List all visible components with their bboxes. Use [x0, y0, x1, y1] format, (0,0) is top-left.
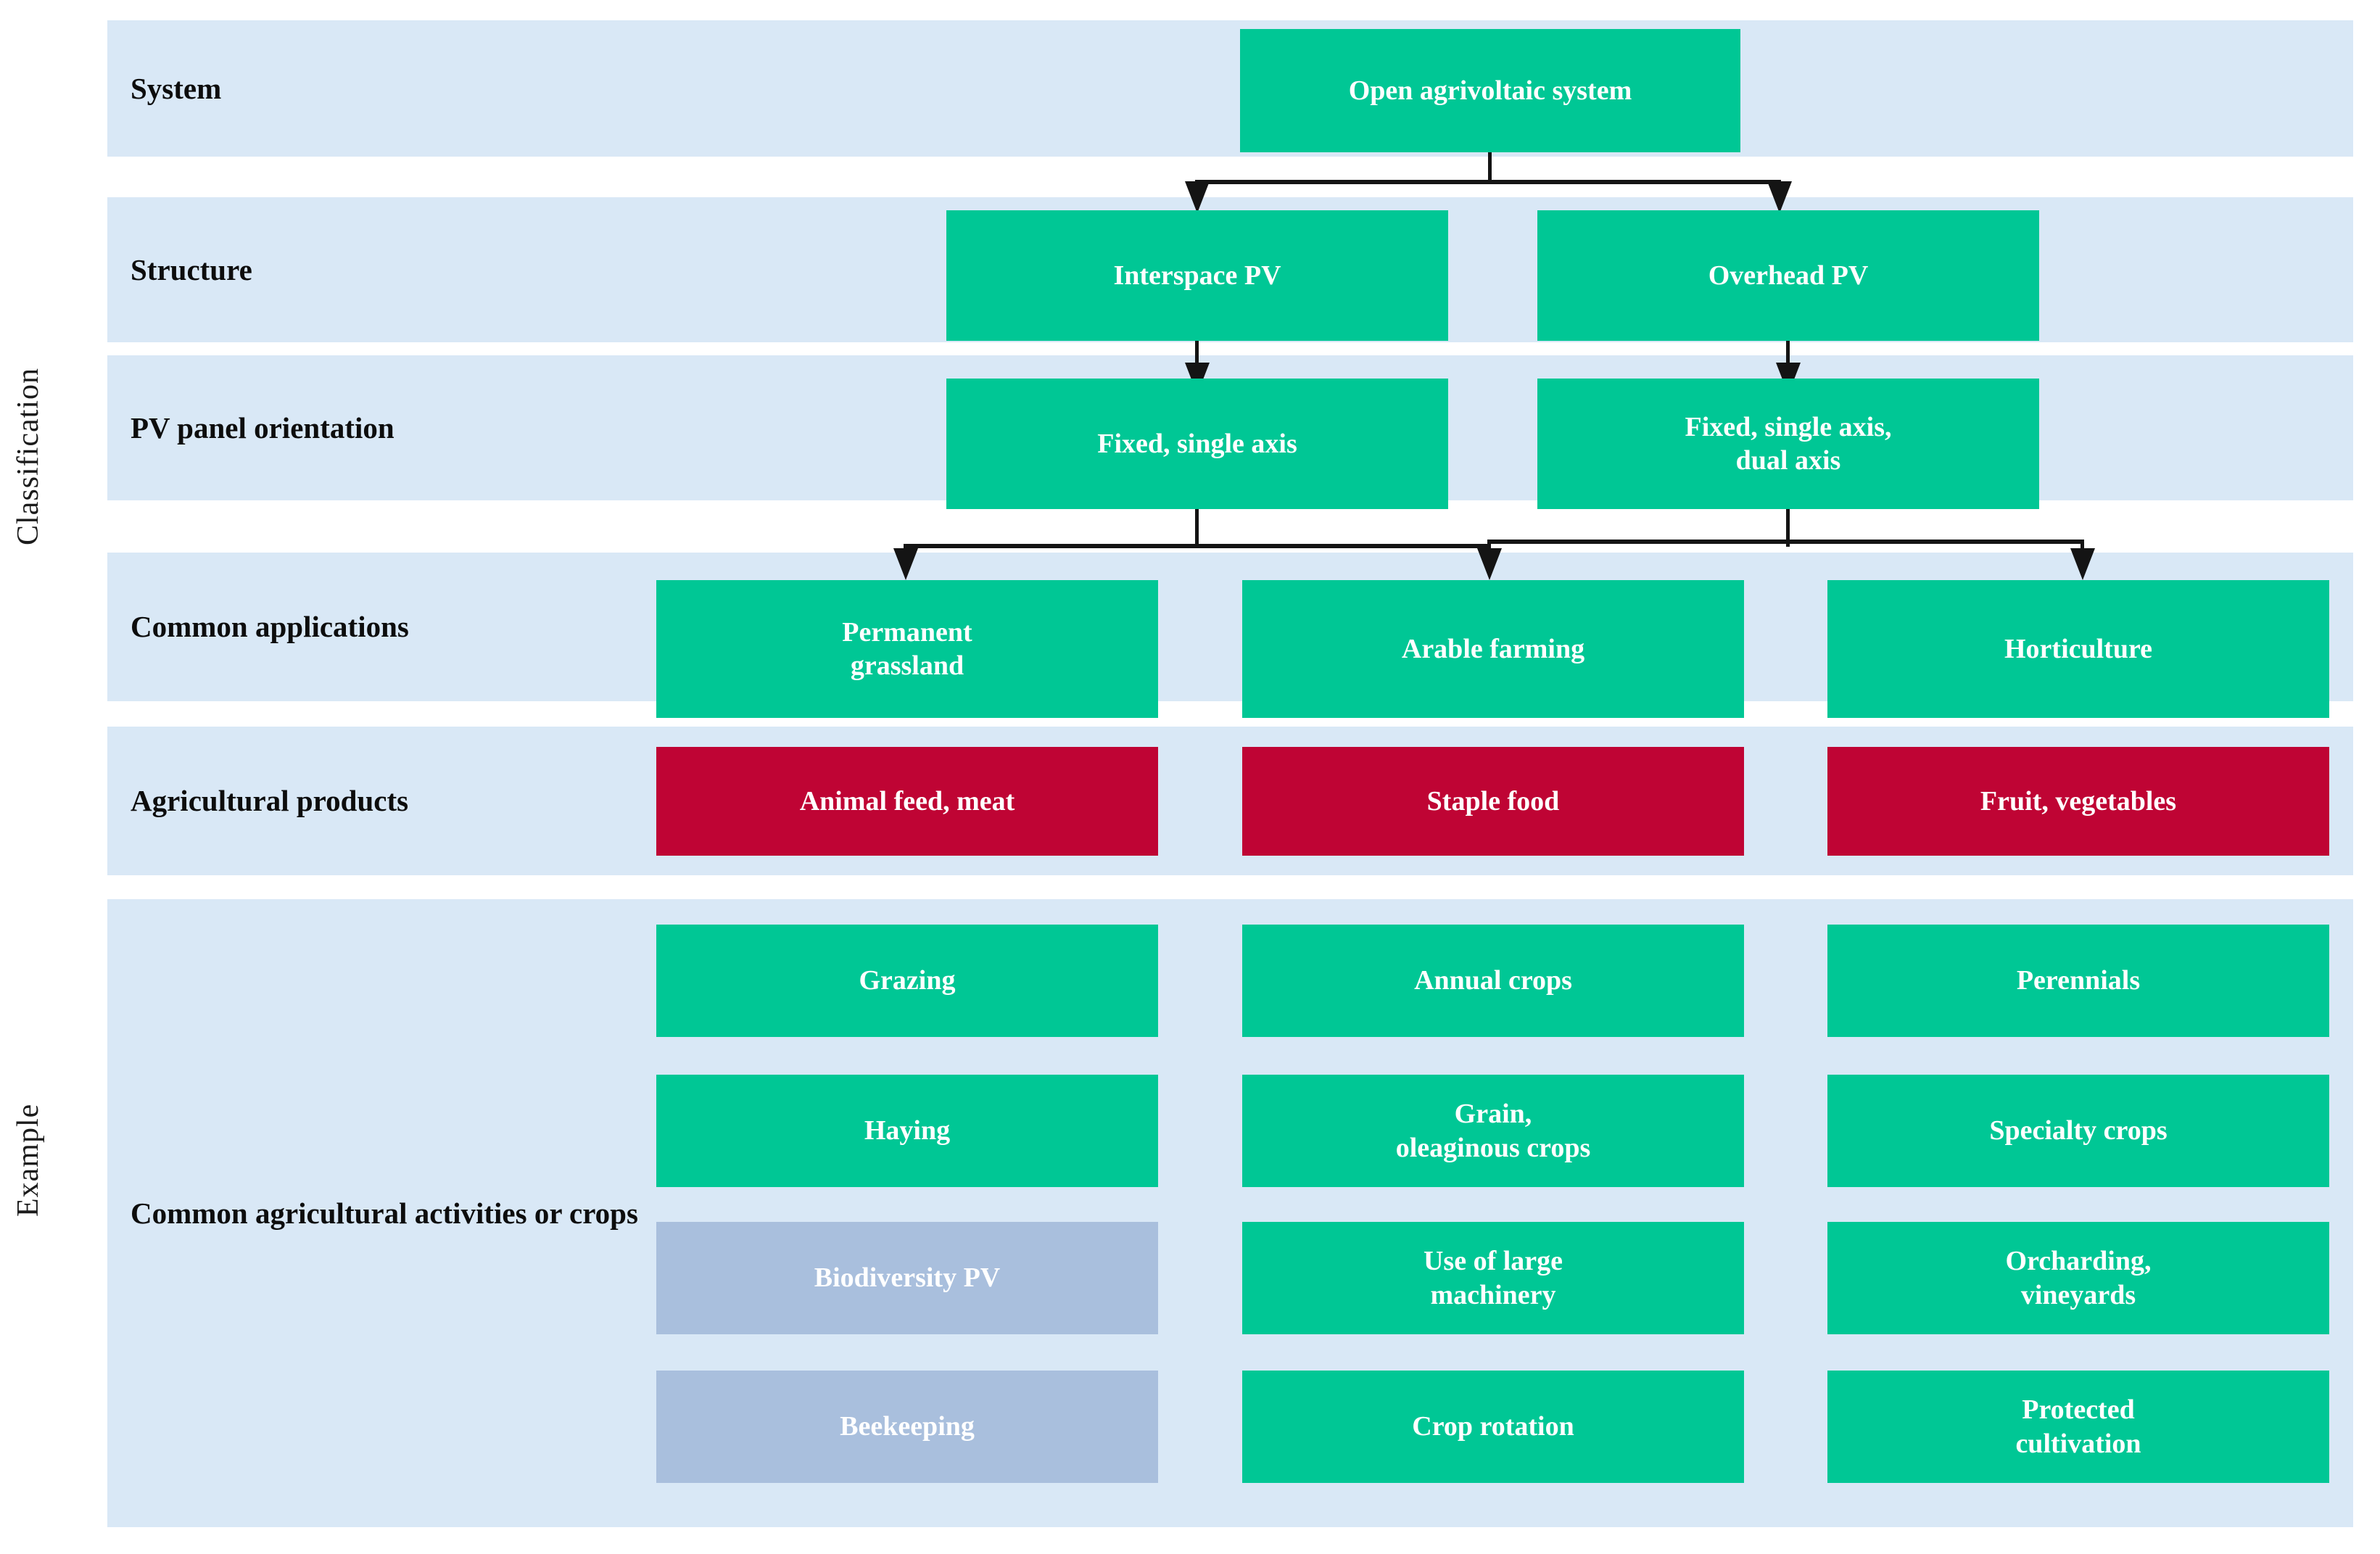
- node-permanent-grassland[interactable]: Permanent grassland: [656, 580, 1158, 718]
- row-title-agricultural-products: Agricultural products: [131, 784, 409, 818]
- arrowhead-to-overhead-pv: [1767, 181, 1792, 213]
- arrowhead-to-interspace-pv: [1185, 181, 1210, 213]
- connector-dual-axis-stem: [1786, 509, 1790, 547]
- node-open-agrivoltaic-system[interactable]: Open agrivoltaic system: [1240, 29, 1740, 152]
- node-grain-oleaginous-crops[interactable]: Grain, oleaginous crops: [1242, 1075, 1744, 1187]
- node-animal-feed-meat[interactable]: Animal feed, meat: [656, 747, 1158, 856]
- connector-overhead-stem: [1786, 341, 1790, 373]
- connector-right-bar: [1487, 540, 2084, 544]
- connector-interspace-stem: [1195, 341, 1199, 373]
- node-perennials[interactable]: Perennials: [1827, 925, 2329, 1037]
- row-title-system: System: [131, 71, 222, 105]
- node-fruit-vegetables[interactable]: Fruit, vegetables: [1827, 747, 2329, 856]
- node-crop-rotation[interactable]: Crop rotation: [1242, 1371, 1744, 1483]
- node-biodiversity-pv[interactable]: Biodiversity PV: [656, 1222, 1158, 1334]
- node-specialty-crops[interactable]: Specialty crops: [1827, 1075, 2329, 1187]
- section-label-classification: Classification: [12, 368, 45, 546]
- row-title-common-applications: Common applications: [131, 610, 409, 644]
- node-use-of-large-machinery[interactable]: Use of large machinery: [1242, 1222, 1744, 1334]
- row-title-common-agricultural-activities: Common agricultural activities or crops: [131, 1196, 638, 1230]
- arrowhead-to-horticulture: [2070, 548, 2095, 580]
- node-beekeeping[interactable]: Beekeeping: [656, 1371, 1158, 1483]
- node-annual-crops[interactable]: Annual crops: [1242, 925, 1744, 1037]
- arrowhead-to-permanent-grassland: [893, 548, 918, 580]
- row-title-pv-panel-orientation: PV panel orientation: [131, 410, 394, 445]
- row-band-system: [107, 20, 2353, 157]
- connector-left-bar: [904, 544, 1491, 548]
- section-label-example: Example: [12, 1103, 45, 1218]
- arrowhead-to-arable-farming: [1477, 548, 1502, 580]
- connector-system-stem: [1488, 152, 1492, 181]
- node-fixed-single-axis-dual-axis[interactable]: Fixed, single axis, dual axis: [1537, 379, 2039, 509]
- row-title-structure: Structure: [131, 252, 252, 286]
- node-fixed-single-axis[interactable]: Fixed, single axis: [946, 379, 1448, 509]
- connector-right-bar-drop-right: [2081, 540, 2084, 555]
- node-overhead-pv[interactable]: Overhead PV: [1537, 210, 2039, 341]
- node-protected-cultivation[interactable]: Protected cultivation: [1827, 1371, 2329, 1483]
- node-orcharding-vineyards[interactable]: Orcharding, vineyards: [1827, 1222, 2329, 1334]
- connector-system-bar: [1195, 180, 1781, 184]
- node-grazing[interactable]: Grazing: [656, 925, 1158, 1037]
- node-horticulture[interactable]: Horticulture: [1827, 580, 2329, 718]
- node-interspace-pv[interactable]: Interspace PV: [946, 210, 1448, 341]
- node-staple-food[interactable]: Staple food: [1242, 747, 1744, 856]
- node-arable-farming[interactable]: Arable farming: [1242, 580, 1744, 718]
- node-haying[interactable]: Haying: [656, 1075, 1158, 1187]
- connector-fixed-single-axis-stem: [1195, 509, 1199, 547]
